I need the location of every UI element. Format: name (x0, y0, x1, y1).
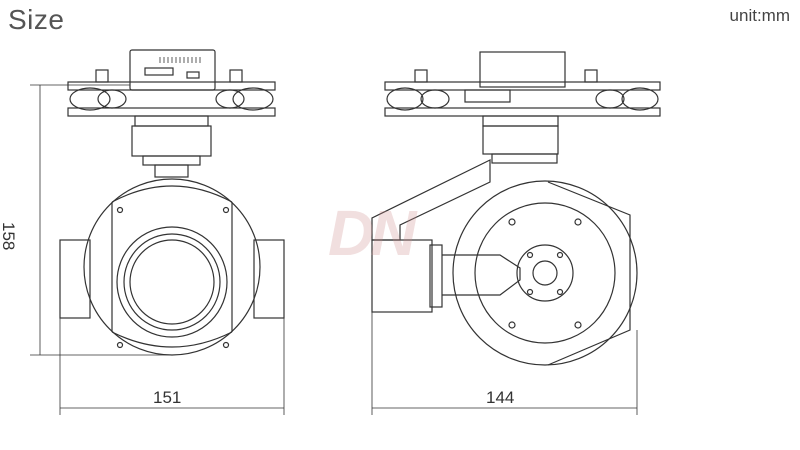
top-mount-plate (67, 81, 276, 91)
neck (154, 164, 189, 178)
screw (222, 341, 230, 349)
motor-ring-top (134, 115, 209, 127)
motor-base-side (491, 153, 558, 164)
dimension-height-label: 158 (0, 222, 18, 251)
lens-mount-inner (532, 260, 558, 286)
connector-port (186, 71, 200, 79)
screw (526, 251, 534, 259)
side-dimension-lines (371, 312, 638, 415)
front-view (59, 49, 285, 356)
arm-bracket (442, 254, 521, 296)
connector-slot (144, 67, 174, 76)
damper-post-right (229, 69, 243, 83)
ball-body (83, 178, 261, 356)
damper-ball (386, 87, 424, 111)
screw (574, 218, 582, 226)
motor-ring-top-side (482, 115, 559, 127)
ball-inner-ring (474, 202, 616, 344)
ball-frame-sides (111, 202, 233, 332)
connector-pins (159, 57, 201, 63)
lens-mount-outer (516, 244, 574, 302)
damper-ball-left-outer (69, 87, 111, 111)
front-dimension-lines (30, 84, 285, 415)
lens-middle (123, 233, 221, 331)
damper-ball-left-inner (97, 89, 127, 109)
damper-ball (595, 89, 625, 109)
top-box-side (479, 51, 566, 88)
damper-post (414, 69, 428, 83)
side-cap-right (253, 239, 285, 319)
bottom-plate-side (384, 107, 661, 117)
tilt-motor-cap (429, 244, 443, 308)
screw (222, 206, 230, 214)
damper-post (584, 69, 598, 83)
damper-post-left (95, 69, 109, 83)
screw (116, 341, 124, 349)
screw (508, 218, 516, 226)
screw (574, 321, 582, 329)
damper-ball-right-inner (215, 89, 245, 109)
damper-ball-right-outer (232, 87, 274, 111)
ball-frame-bottom (111, 331, 233, 348)
dimension-width-side-label: 144 (486, 388, 515, 407)
watermark-logo: DN (328, 197, 416, 269)
motor-base (142, 155, 201, 166)
ball-frame-side (547, 181, 631, 366)
page-title: Size (8, 4, 65, 35)
motor-housing (131, 125, 212, 157)
lens-inner (129, 239, 215, 325)
lens-outer (116, 226, 228, 338)
side-cap-left (59, 239, 91, 319)
dimension-width-front-label: 151 (153, 388, 182, 407)
top-plate-side (384, 81, 661, 91)
center-housing-top (464, 89, 511, 103)
screw (556, 288, 564, 296)
unit-label: unit:mm (729, 6, 790, 25)
screw (556, 251, 564, 259)
motor-housing-side (482, 125, 559, 155)
screw (116, 206, 124, 214)
tilt-motor-block (371, 239, 433, 313)
damper-ball (420, 89, 450, 109)
damper-ball (621, 87, 659, 111)
ball-frame-top (111, 185, 233, 203)
side-view (371, 51, 661, 366)
ball-body-side (452, 180, 638, 366)
screw (508, 321, 516, 329)
screw (526, 288, 534, 296)
